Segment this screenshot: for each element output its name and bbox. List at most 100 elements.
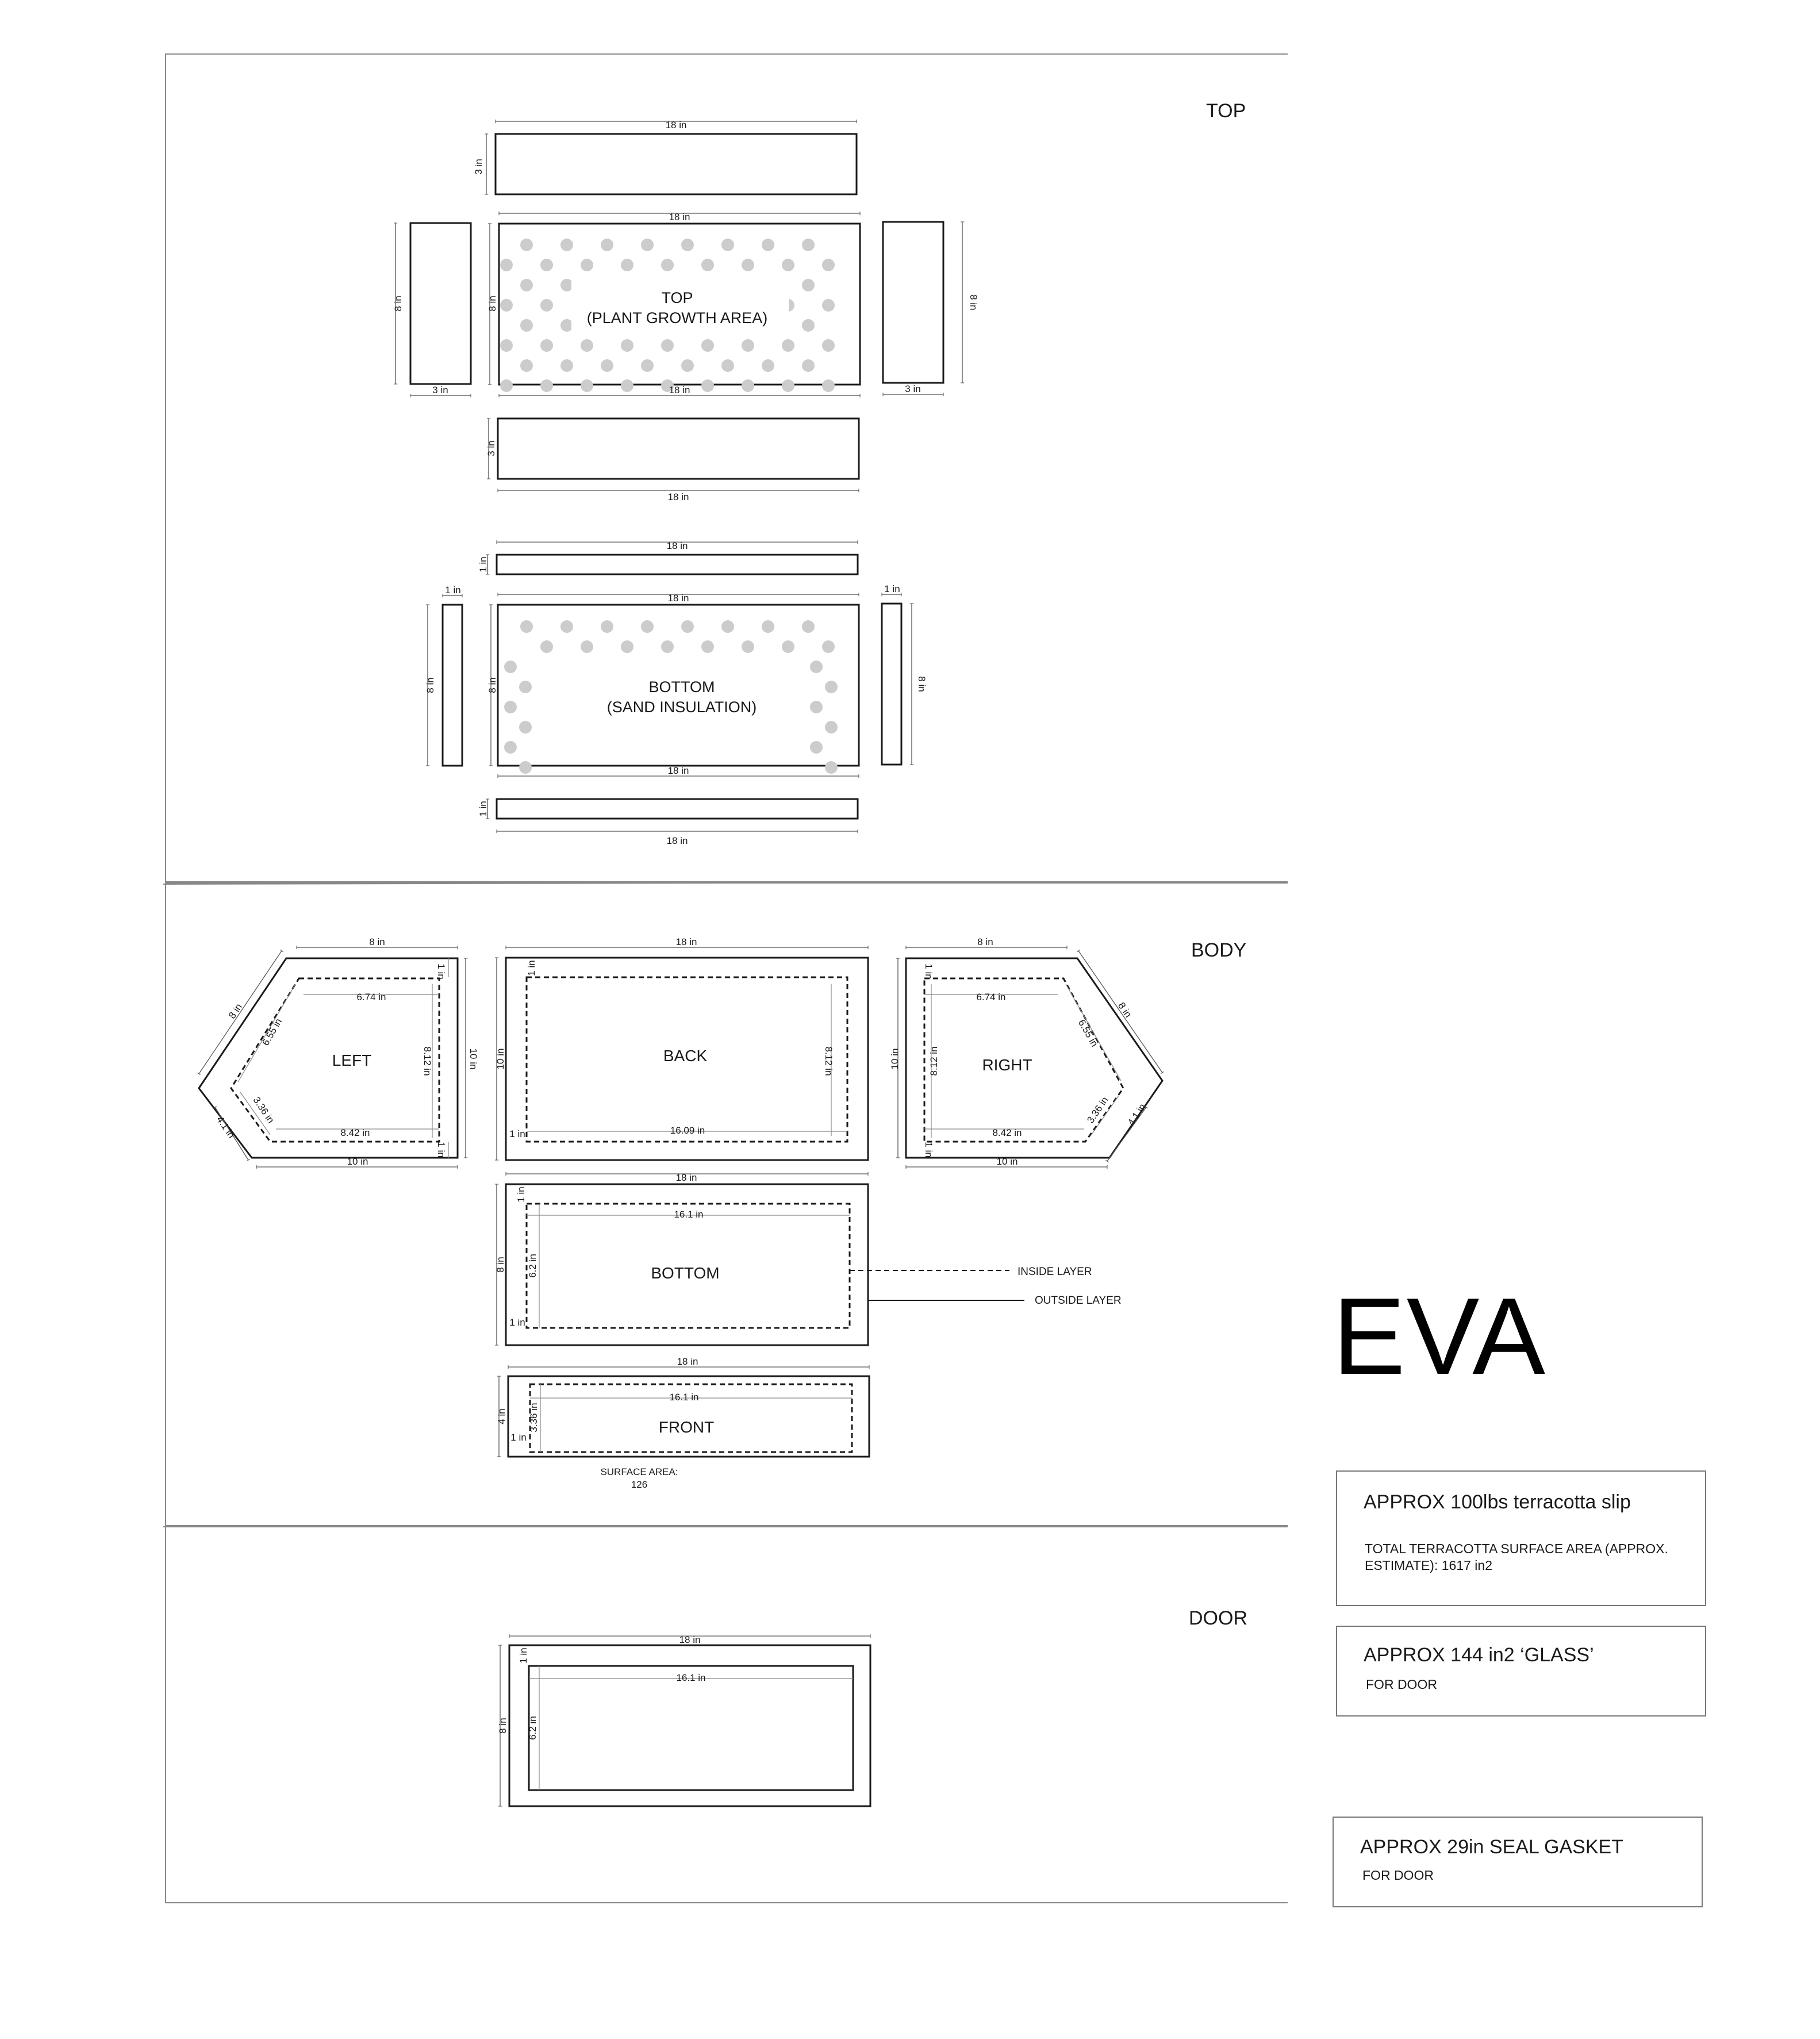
vent-hole	[782, 640, 794, 653]
bottom-holes	[504, 620, 838, 774]
vent-hole	[581, 339, 593, 352]
dim-label: 16.1 in	[669, 1392, 698, 1403]
dim-label: 1 in	[436, 963, 447, 979]
front-body-outer	[507, 1375, 870, 1458]
dim-label: 8.42 in	[340, 1127, 370, 1138]
vent-hole	[742, 379, 754, 392]
eva-title: EVA	[1333, 1276, 1547, 1397]
vent-hole	[822, 299, 835, 312]
dim-label: 3 in	[486, 440, 497, 456]
dim-label: 6.74 in	[356, 992, 386, 1003]
vent-hole	[581, 259, 593, 271]
vent-hole	[802, 359, 815, 372]
vent-hole	[504, 661, 517, 673]
vent-hole	[810, 741, 823, 754]
vent-hole	[721, 239, 734, 251]
vent-hole	[560, 359, 573, 372]
dim-line	[240, 1092, 271, 1135]
vent-hole	[701, 640, 714, 653]
vent-hole	[822, 379, 835, 392]
dim-label: 10 in	[889, 1049, 900, 1070]
slip-info-line-2: ESTIMATE): 1617 in2	[1365, 1558, 1492, 1573]
dim-label: 10 in	[997, 1156, 1018, 1167]
top-right-strip	[882, 221, 944, 384]
vent-hole	[540, 379, 553, 392]
vent-hole	[519, 761, 532, 774]
dim-label: 8 in	[497, 1718, 508, 1733]
vent-hole	[825, 721, 838, 734]
gasket-info-box: APPROX 29in SEAL GASKET FOR DOOR	[1333, 1817, 1703, 1907]
vent-hole	[802, 620, 815, 633]
dim-label: 18 in	[669, 212, 690, 222]
dim-label: 1 in	[884, 583, 900, 594]
door-assembly	[508, 1644, 871, 1807]
gasket-info-title: APPROX 29in SEAL GASKET	[1360, 1836, 1623, 1858]
vent-hole	[621, 640, 633, 653]
vent-hole	[661, 640, 674, 653]
bottom-sand-panel	[497, 604, 860, 767]
right-panel-label: RIGHT	[982, 1056, 1032, 1074]
surface-area-label: SURFACE AREA:	[600, 1466, 678, 1477]
dim-line	[1092, 1095, 1119, 1134]
vent-hole	[661, 379, 674, 392]
vent-hole	[641, 359, 654, 372]
dim-label: 8 in	[968, 294, 979, 310]
vent-hole	[601, 239, 613, 251]
dimension-labels: 18 in 3 in 18 in 8 in 8 in 8 in 3 in 18 …	[214, 120, 1148, 1740]
dim-label: 18 in	[679, 1634, 701, 1645]
vent-hole	[742, 259, 754, 271]
gasket-info-subtitle: FOR DOOR	[1362, 1868, 1434, 1883]
vent-hole	[762, 359, 774, 372]
vent-hole	[641, 239, 654, 251]
dim-label: 1 in	[509, 1317, 525, 1328]
vent-hole	[560, 279, 573, 291]
dim-label: 8 in	[977, 936, 993, 947]
top-left-strip	[409, 222, 472, 385]
right-panel-inner	[923, 977, 1124, 1143]
dim-line	[237, 984, 296, 1082]
dim-label: 8 in	[916, 676, 927, 692]
bottom-left-strip	[441, 604, 463, 767]
vent-hole	[540, 259, 553, 271]
dim-line	[213, 1105, 251, 1162]
dim-line	[197, 949, 283, 1076]
vent-hole	[519, 721, 532, 734]
outside-layer-label: OUTSIDE LAYER	[1035, 1295, 1122, 1307]
back-panel-outer	[505, 957, 869, 1161]
dim-label: 6.2 in	[527, 1716, 538, 1740]
vent-hole	[661, 339, 674, 352]
front-body-inner	[529, 1383, 853, 1453]
dimension-lines	[197, 119, 1164, 1807]
dim-label: 8.12 in	[928, 1046, 939, 1076]
vent-hole	[701, 379, 714, 392]
dim-label: 1 in	[510, 1432, 526, 1443]
top-back-strip	[497, 417, 860, 480]
dim-label: 1 in	[526, 960, 537, 976]
vent-hole	[621, 379, 633, 392]
dim-label: 10 in	[347, 1156, 368, 1167]
top-panel-label: TOP	[661, 289, 693, 306]
vent-hole	[560, 239, 573, 251]
left-panel-outer	[198, 957, 459, 1159]
dim-label: 1 in	[516, 1186, 527, 1202]
vent-hole	[825, 761, 838, 774]
dim-label: 3.36 in	[528, 1403, 539, 1432]
dim-label: 10 in	[468, 1049, 479, 1070]
back-panel-inner	[525, 976, 848, 1143]
dim-label: 8 in	[393, 295, 404, 311]
vent-hole	[822, 640, 835, 653]
vent-hole	[519, 681, 532, 693]
right-panel-outer	[905, 957, 1164, 1159]
dim-label: 3 in	[473, 159, 484, 174]
vent-hole	[802, 319, 815, 332]
section-frames	[163, 53, 1288, 1903]
vent-hole	[520, 279, 533, 291]
bottom-panel-sublabel: (SAND INSULATION)	[607, 698, 757, 716]
section-title-body: BODY	[1191, 939, 1246, 961]
slip-info-line-1: TOTAL TERRACOTTA SURFACE AREA (APPROX.	[1365, 1541, 1668, 1556]
vent-hole	[742, 640, 754, 653]
dim-label: 8 in	[369, 936, 385, 947]
slip-info-box: APPROX 100lbs terracotta slip TOTAL TERR…	[1336, 1470, 1706, 1606]
vent-hole	[540, 339, 553, 352]
vent-hole	[701, 259, 714, 271]
